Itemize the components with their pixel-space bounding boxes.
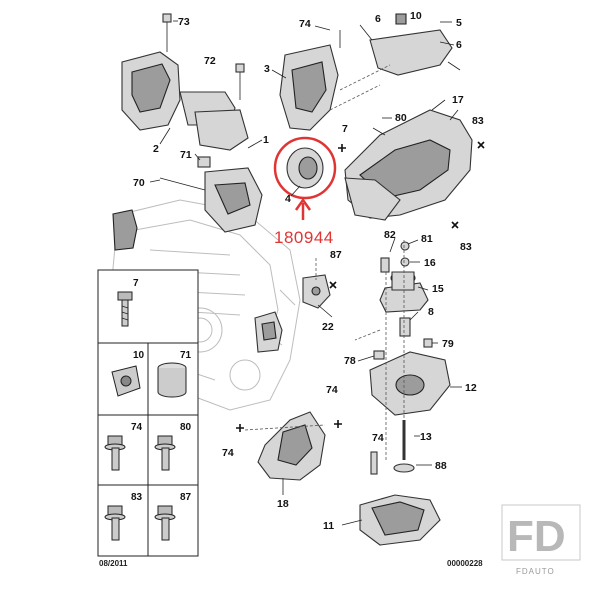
bushing-icon (157, 362, 187, 398)
callout-74: 74 (326, 384, 338, 396)
callout-7: 7 (342, 123, 348, 135)
callout-72: 72 (204, 55, 216, 67)
callout-12: 12 (465, 382, 477, 394)
upper-left-bracket-assembly (121, 13, 263, 233)
flange-bolt-icon (154, 435, 176, 471)
callout-79: 79 (442, 338, 454, 350)
callout-22: 22 (322, 321, 334, 333)
callout-5: 5 (456, 17, 462, 29)
callout-6: 6 (375, 13, 381, 25)
callout-18: 18 (277, 498, 289, 510)
fastener-markers (236, 141, 485, 432)
callout-10: 10 (410, 10, 422, 22)
highlighted-bushing-part-4 (273, 136, 337, 220)
highlight-arrow (294, 197, 312, 220)
callout-81: 81 (421, 233, 433, 245)
upper-centre-mount-assembly (279, 13, 461, 131)
callout-87: 87 (330, 249, 342, 261)
callout-70: 70 (133, 177, 145, 189)
callout-73: 73 (178, 16, 190, 28)
flange-bolt-icon (104, 435, 126, 471)
callout-4: 4 (285, 193, 291, 205)
callout-8: 8 (428, 306, 434, 318)
callout-88: 88 (435, 460, 447, 472)
highlighted-part-code: 180944 (274, 228, 334, 247)
flange-bolt-icon (154, 505, 176, 541)
callout-leader-lines (149, 20, 462, 526)
callout-16: 16 (424, 257, 436, 269)
inset-label-83: 83 (131, 492, 143, 503)
inset-label-87: 87 (180, 492, 192, 503)
callout-2: 2 (153, 143, 159, 155)
callout-74: 74 (372, 432, 384, 444)
nut-plate-icon (111, 365, 141, 397)
callout-80: 80 (395, 112, 407, 124)
callout-74: 74 (222, 447, 234, 459)
callout-11: 11 (323, 520, 334, 532)
callout-15: 15 (432, 283, 444, 295)
callout-1: 1 (263, 134, 269, 146)
callout-6: 6 (456, 39, 462, 51)
callout-71: 71 (180, 149, 192, 161)
lower-bracket-part-18 (244, 411, 326, 481)
callout-74: 74 (299, 18, 311, 30)
callout-17: 17 (452, 94, 464, 106)
inset-label-80: 80 (180, 422, 192, 433)
callout-3: 3 (264, 63, 270, 75)
inset-date: 08/2011 (99, 559, 128, 568)
watermark-mark: FD (507, 512, 566, 561)
inset-label-74: 74 (131, 422, 143, 433)
mounting-plate-part-17 (344, 109, 473, 221)
bolt-icon (117, 291, 133, 327)
flange-bolt-icon (104, 505, 126, 541)
callout-82: 82 (384, 229, 396, 241)
callout-labels: 73 74 6 10 5 6 72 3 80 17 83 7 2 1 71 70… (133, 10, 484, 532)
fastener-inset-table: 7 10 71 74 80 (97, 269, 199, 557)
inset-label-10: 10 (133, 350, 145, 361)
fdauto-watermark: FD FDAUTO (501, 504, 581, 576)
watermark-brand: FDAUTO (516, 567, 555, 576)
callout-13: 13 (420, 431, 432, 443)
callout-83: 83 (460, 241, 472, 253)
callout-78: 78 (344, 355, 356, 367)
inset-label-7: 7 (133, 278, 139, 289)
figure-reference: 00000228 (447, 559, 483, 568)
highlight-circle (273, 136, 337, 200)
callout-83: 83 (472, 115, 484, 127)
lower-right-mount-assembly (302, 240, 451, 546)
inset-label-71: 71 (180, 350, 192, 361)
